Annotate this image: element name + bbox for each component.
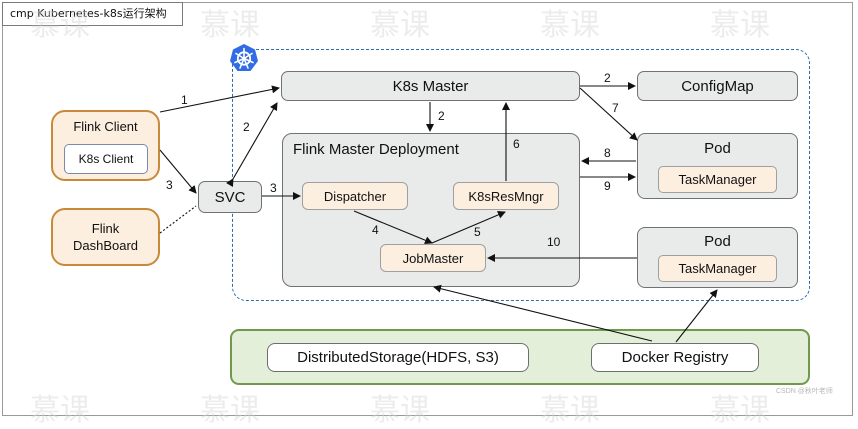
flink-master-deployment-label: Flink Master Deployment	[293, 141, 459, 158]
k8s-res-mngr-node: K8sResMngr	[453, 182, 559, 210]
flink-dashboard-node: Flink DashBoard	[51, 208, 160, 266]
pod-node: Pod TaskManager	[637, 227, 798, 288]
k8s-master-node: K8s Master	[281, 71, 580, 101]
kubernetes-logo-icon	[230, 44, 258, 71]
task-manager-node: TaskManager	[658, 255, 777, 282]
svc-node: SVC	[198, 181, 262, 213]
job-master-node: JobMaster	[380, 244, 486, 272]
footer-credit: CSDN @秋叶老师	[776, 388, 833, 395]
task-manager-node: TaskManager	[658, 166, 777, 193]
distributed-storage-node: DistributedStorage(HDFS, S3)	[267, 343, 529, 372]
dispatcher-node: Dispatcher	[302, 182, 408, 210]
k8s-client-node: K8s Client	[64, 144, 148, 174]
configmap-node: ConfigMap	[637, 71, 798, 101]
diagram-title: cmp Kubernetes-k8s运行架构	[2, 2, 183, 26]
docker-registry-node: Docker Registry	[591, 343, 759, 372]
pod-node: Pod TaskManager	[637, 133, 798, 199]
pod-label: Pod	[704, 140, 731, 157]
flink-client-label: Flink Client	[73, 119, 138, 134]
flink-client-node: Flink Client K8s Client	[51, 110, 160, 181]
pod-label: Pod	[704, 233, 731, 250]
